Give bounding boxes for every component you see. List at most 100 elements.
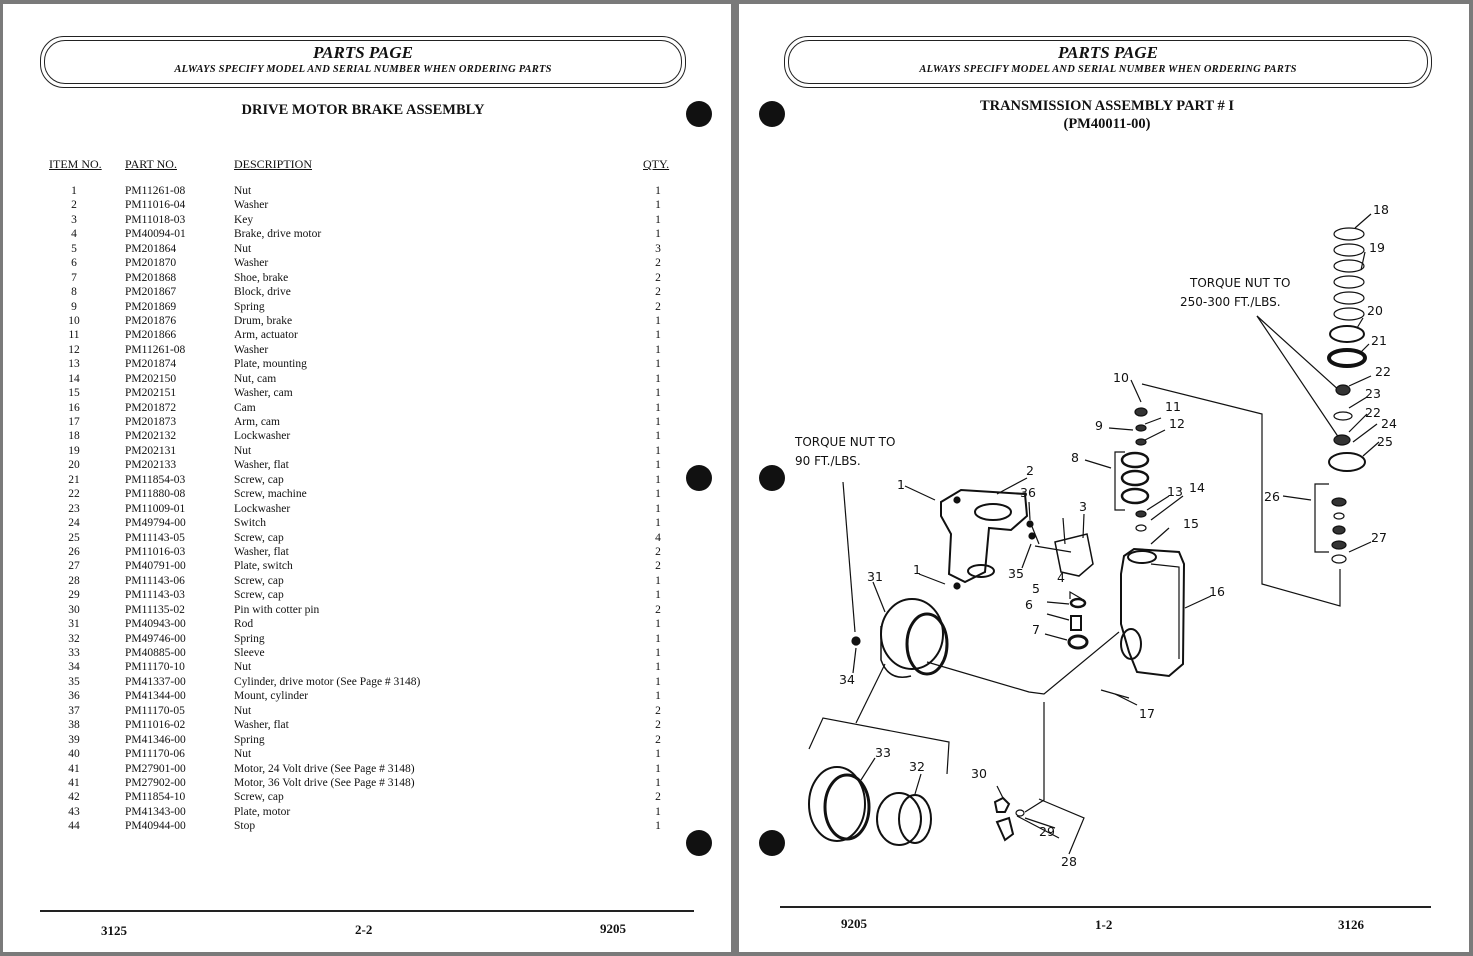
callout-label: 35 xyxy=(1008,566,1024,581)
part-number: PM40885-00 xyxy=(125,647,186,659)
callout-label: 29 xyxy=(1039,824,1055,839)
item-number: 36 xyxy=(68,690,80,703)
leader-line xyxy=(1256,315,1342,393)
part-description: Shoe, brake xyxy=(234,271,289,284)
callout-label: 5 xyxy=(1032,581,1040,596)
item-number: 24 xyxy=(68,517,80,530)
part-number: PM201873 xyxy=(125,416,177,428)
part-number: PM11018-03 xyxy=(125,213,186,226)
part-number: PM201876 xyxy=(125,314,177,327)
banner-title: PARTS PAGE xyxy=(1058,43,1158,62)
item-number: 37 xyxy=(68,704,80,717)
part-quantity: 1 xyxy=(655,416,661,428)
item-number: 43 xyxy=(68,805,80,818)
part-quantity: 1 xyxy=(655,675,661,688)
part-quantity: 1 xyxy=(655,401,661,414)
callout-label: 26 xyxy=(1264,489,1280,504)
torque-note-1-line2: 250-300 FT./LBS. xyxy=(1180,295,1281,309)
part-quantity: 1 xyxy=(655,199,661,212)
part-number: PM11143-06 xyxy=(125,574,185,587)
callout-label: 11 xyxy=(1165,399,1181,414)
part-description: Lockwasher xyxy=(234,430,291,443)
part-description: Spring xyxy=(234,300,265,313)
item-number: 32 xyxy=(68,632,80,645)
item-number: 9 xyxy=(71,300,77,313)
callout-label: 15 xyxy=(1183,516,1199,531)
callout-label: 25 xyxy=(1377,434,1393,449)
callout-label: 12 xyxy=(1169,416,1185,431)
part-number: PM202132 xyxy=(125,430,177,443)
part-description: Nut xyxy=(234,185,252,197)
part-number: PM11135-02 xyxy=(125,603,185,616)
part-quantity: 1 xyxy=(655,444,661,457)
part-number: PM11261-08 xyxy=(125,185,186,197)
callout-label: 32 xyxy=(909,759,925,774)
part-description: Washer xyxy=(234,257,269,270)
callout-label: 23 xyxy=(1365,386,1381,401)
item-number: 15 xyxy=(68,387,80,400)
part-description: Key xyxy=(234,213,254,226)
callout-label: 27 xyxy=(1371,530,1387,545)
binder-hole xyxy=(759,465,785,491)
parts-page-banner: PARTS PAGE ALWAYS SPECIFY MODEL AND SERI… xyxy=(40,36,686,88)
item-number: 2 xyxy=(71,199,77,212)
part-quantity: 2 xyxy=(655,300,661,313)
callout-label: 24 xyxy=(1381,416,1397,431)
part-quantity: 2 xyxy=(655,704,661,717)
callout-label: 22 xyxy=(1365,405,1381,420)
callout-label: 9 xyxy=(1095,418,1103,433)
footer-page-right: 9205 xyxy=(600,921,626,936)
part-description: Pin with cotter pin xyxy=(234,603,320,616)
footer-page-left: 3125 xyxy=(101,923,127,938)
item-number: 8 xyxy=(71,286,77,299)
callout-label: 13 xyxy=(1167,484,1183,499)
item-number: 29 xyxy=(68,589,80,602)
item-number: 4 xyxy=(71,228,77,241)
part-quantity: 1 xyxy=(655,185,661,197)
binder-hole xyxy=(686,465,712,491)
part-number: PM11854-03 xyxy=(125,473,186,486)
part-description: Washer, flat xyxy=(234,545,289,558)
part-number: PM11143-05 xyxy=(125,531,185,544)
item-number: 35 xyxy=(68,675,80,688)
item-number: 3 xyxy=(71,213,77,226)
part-number: PM11009-01 xyxy=(125,502,186,515)
part-number: PM41337-00 xyxy=(125,675,186,688)
part-description: Sleeve xyxy=(234,647,265,659)
binder-hole xyxy=(759,830,785,856)
part-quantity: 2 xyxy=(655,271,661,284)
torque-note-2-line2: 90 FT./LBS. xyxy=(795,454,861,468)
part-number: PM11016-04 xyxy=(125,199,186,212)
part-number: PM41346-00 xyxy=(125,733,186,746)
part-quantity: 1 xyxy=(655,618,661,631)
part-number: PM40944-00 xyxy=(125,820,186,833)
part-quantity: 1 xyxy=(655,358,661,371)
part-quantity: 1 xyxy=(655,502,661,515)
part-description: Stop xyxy=(234,820,256,833)
part-quantity: 1 xyxy=(655,690,661,703)
